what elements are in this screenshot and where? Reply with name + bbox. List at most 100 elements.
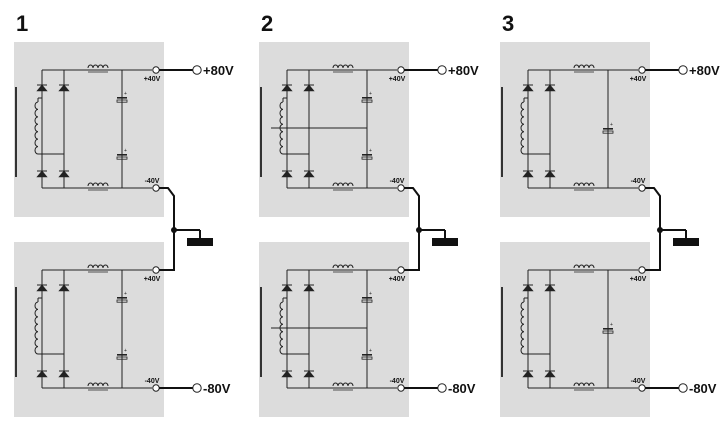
capacitor-icon: + [116,91,128,103]
svg-text:+: + [610,322,613,328]
diagram-2: 2+++40V-40V+++40V-40V+80V-80V [259,11,479,417]
series-link-lower [159,230,175,271]
series-link-lower [645,230,661,271]
diode-icon [522,284,534,292]
inductor-icon [573,64,595,73]
rail-label-plus: +40V [389,76,406,83]
ground-symbol-icon [673,238,699,246]
inductor-icon [332,64,354,73]
diode-icon [303,84,315,92]
transformer-winding-icon [34,101,39,155]
capacitor-icon: + [361,148,373,160]
inductor-icon [573,182,595,191]
output-label-minus: -80V [203,381,231,396]
diagram-number-label: 2 [261,11,273,36]
terminal-circle-icon [638,184,646,192]
diode-icon [281,170,293,178]
diode-icon [522,84,534,92]
svg-text:+: + [369,148,372,154]
svg-text:+: + [124,148,127,154]
rail-label-minus: -40V [145,178,160,185]
terminal-circle-icon [397,384,405,392]
transformer-core [15,287,17,377]
output-label-plus: +80V [448,63,479,78]
transformer-core [260,287,262,377]
output-terminal-plus [192,65,202,75]
diode-icon [281,370,293,378]
supply-panel [14,242,164,417]
terminal-circle-icon [638,384,646,392]
rail-label-minus: -40V [631,378,646,385]
supply-panel [14,42,164,217]
diode-icon [36,170,48,178]
rail-label-plus: +40V [144,276,161,283]
output-label-plus: +80V [203,63,234,78]
transformer-winding-icon [34,301,39,355]
rail-label-plus: +40V [630,276,647,283]
transformer-core [15,87,17,177]
diode-icon [303,284,315,292]
inductor-icon [87,382,109,391]
svg-text:+: + [369,348,372,354]
inductor-icon [573,264,595,273]
terminal-circle-icon [152,66,160,74]
diode-icon [303,170,315,178]
diode-icon [522,370,534,378]
diode-icon [36,370,48,378]
output-label-plus: +80V [689,63,720,78]
rail-label-minus: -40V [631,178,646,185]
diode-icon [281,284,293,292]
svg-text:+: + [124,348,127,354]
transformer-core [260,87,262,177]
output-label-minus: -80V [689,381,717,396]
series-link-upper [404,187,420,230]
diode-icon [281,84,293,92]
svg-text:+: + [124,91,127,97]
diode-icon [58,370,70,378]
capacitor-icon: + [361,91,373,103]
diagram-number-label: 1 [16,11,28,36]
terminal-circle-icon [152,184,160,192]
inductor-icon [87,182,109,191]
output-terminal-plus [437,65,447,75]
capacitor-icon: + [361,348,373,360]
capacitor-icon: + [602,322,614,334]
output-terminal-plus [678,65,688,75]
transformer-winding-icon [520,101,525,155]
diode-icon [544,84,556,92]
terminal-circle-icon [397,266,405,274]
diode-icon [544,170,556,178]
svg-text:+: + [369,91,372,97]
svg-text:+: + [124,291,127,297]
transformer-winding-icon [520,301,525,355]
series-link-upper [645,187,661,230]
rail-label-plus: +40V [144,76,161,83]
supply-panel [259,242,409,417]
diode-icon [522,170,534,178]
supply-panel [500,242,650,417]
terminal-circle-icon [152,266,160,274]
terminal-circle-icon [397,184,405,192]
terminal-circle-icon [152,384,160,392]
diode-icon [58,170,70,178]
diode-icon [58,284,70,292]
series-link-lower [404,230,420,271]
output-terminal-minus [192,383,202,393]
output-terminal-minus [437,383,447,393]
supply-panel [500,42,650,217]
diagram-3: 3++40V-40V++40V-40V+80V-80V [500,11,720,417]
output-label-minus: -80V [448,381,476,396]
capacitor-icon: + [602,122,614,134]
diagram-1: 1+++40V-40V+++40V-40V+80V-80V [14,11,234,417]
capacitor-icon: + [116,348,128,360]
rail-label-plus: +40V [630,76,647,83]
transformer-core [501,287,503,377]
transformer-core [501,87,503,177]
series-link-upper [159,187,175,230]
diode-icon [36,84,48,92]
diode-icon [303,370,315,378]
supply-panel [259,42,409,217]
inductor-icon [332,264,354,273]
rail-label-minus: -40V [390,178,405,185]
